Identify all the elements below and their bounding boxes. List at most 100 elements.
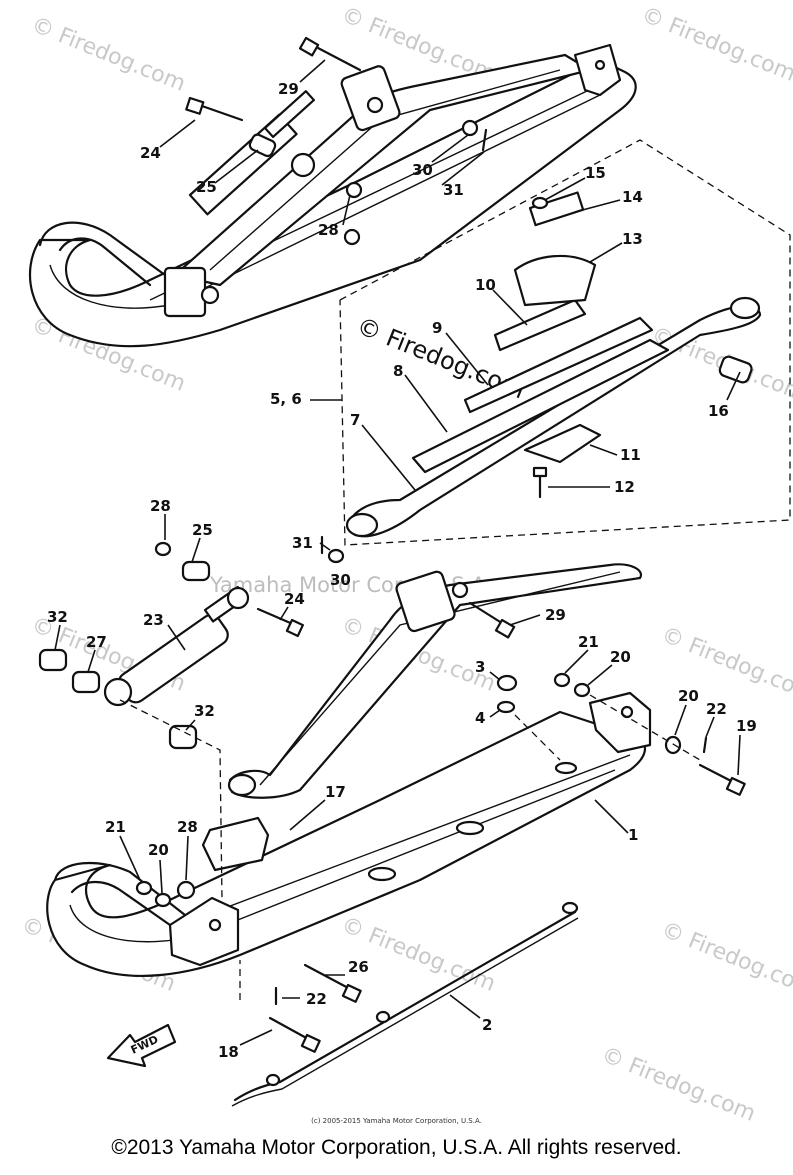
callout-25: 25 [196, 178, 217, 196]
bushing-28-low [176, 880, 196, 900]
nut-28-mid [154, 541, 172, 557]
washer-20-left [154, 892, 172, 908]
alignment-dash [119, 699, 223, 901]
bolt-12-head [532, 466, 548, 478]
callout-17: 17 [325, 783, 346, 801]
lower-ski-assembly: FWD [38, 535, 746, 1107]
callout-28: 28 [177, 818, 198, 836]
bolt-19 [698, 763, 746, 796]
clamp-14 [528, 191, 585, 227]
washer-20-right-b [664, 735, 682, 755]
watermark: © Firedog.com [28, 12, 189, 96]
nut-21-left [135, 880, 153, 896]
exploded-boundary [339, 139, 791, 546]
bolt-26 [303, 963, 362, 1003]
callout-3: 3 [475, 658, 485, 676]
lower-ski-loop [53, 861, 187, 927]
pin-22-right [702, 736, 708, 754]
upper-nut [461, 119, 479, 137]
wear-bar-stud [265, 1073, 281, 1087]
callouts: 29 24 25 30 31 28 15 14 13 10 9 8 5, 6 7… [47, 80, 757, 1061]
lower-front-bracket [168, 896, 240, 967]
upper-cotter-pin-31 [481, 128, 488, 152]
callout-28: 28 [318, 221, 339, 239]
callout-20: 20 [610, 648, 631, 666]
upper-nut [343, 228, 361, 246]
lower-spring-leaf [259, 571, 621, 786]
callout-20: 20 [678, 687, 699, 705]
upper-top-clamp [340, 65, 401, 132]
upper-nut [366, 96, 384, 114]
callout-10: 10 [475, 276, 496, 294]
callout-12: 12 [614, 478, 635, 496]
lower-arm-clamp [395, 570, 456, 633]
bushing-16 [718, 355, 753, 384]
callout-28: 28 [150, 497, 171, 515]
bolt-29-mid [468, 601, 516, 639]
leaf-10 [493, 298, 587, 352]
callout-26: 26 [348, 958, 369, 976]
upper-ski-loop [38, 221, 167, 287]
nut-15 [531, 196, 549, 210]
callout-20: 20 [148, 841, 169, 859]
callout-14: 14 [622, 188, 643, 206]
watermark: © Firedog.com [638, 2, 793, 86]
spacer-27 [71, 670, 101, 694]
leaf-eye-front [345, 512, 379, 538]
small-copyright: (c) 2005-2015 Yamaha Motor Corporation, … [311, 1117, 482, 1125]
washer-20-right-a [573, 682, 591, 698]
upper-bushing [290, 152, 316, 178]
callout-21: 21 [105, 818, 126, 836]
callout-32: 32 [194, 702, 215, 720]
bushing-32a [38, 648, 68, 672]
callout-29: 29 [278, 80, 299, 98]
upper-nut [345, 181, 363, 199]
lower-spring-arm [228, 563, 643, 799]
callout-18: 18 [218, 1043, 239, 1061]
spring-leaf-group [339, 139, 791, 546]
upper-ski-assembly [28, 36, 637, 348]
leaf-8 [411, 338, 670, 474]
callout-8: 8 [393, 362, 403, 380]
callout-15: 15 [585, 164, 606, 182]
lower-arm-nut [451, 581, 469, 599]
leader-lines [54, 59, 741, 1046]
shock-23-eye-low [103, 677, 133, 707]
callout-29: 29 [545, 606, 566, 624]
callout-11: 11 [620, 446, 641, 464]
watermark: © Firedog.com [598, 1042, 759, 1126]
leaf-eye-rear [729, 296, 761, 320]
wear-bar-stud [561, 901, 579, 915]
callout-7: 7 [350, 411, 360, 429]
callout-23: 23 [143, 611, 164, 629]
alignment-dash [589, 694, 701, 761]
wear-bar-2 [233, 910, 577, 1102]
callout-2: 2 [482, 1016, 492, 1034]
callout-31: 31 [443, 181, 464, 199]
callout-1: 1 [628, 826, 638, 844]
callout-25: 25 [192, 521, 213, 539]
nut-3 [496, 674, 518, 692]
fwd-arrow: FWD [106, 1023, 177, 1068]
callout-4: 4 [475, 709, 485, 727]
leaf-9 [463, 316, 654, 414]
spacer-25 [181, 560, 211, 582]
callout-9: 9 [432, 319, 442, 337]
callout-13: 13 [622, 230, 643, 248]
upper-ski-edge [49, 94, 601, 309]
lower-arm-eye [227, 773, 257, 797]
clamp-11 [523, 423, 602, 464]
lower-rear-bracket [588, 691, 652, 754]
callout-21: 21 [578, 633, 599, 651]
upper-loose-bolt-29 [298, 36, 362, 72]
bolt-18 [268, 1016, 321, 1053]
pad-13 [513, 254, 597, 307]
upper-front-bracket [163, 266, 207, 318]
washer-4 [496, 700, 516, 714]
callout-27: 27 [86, 633, 107, 651]
shock-23-eye-top [226, 586, 250, 610]
lower-ski-slot [367, 866, 397, 882]
upper-rear-hole [594, 59, 606, 71]
lower-rear-hole [620, 705, 634, 719]
